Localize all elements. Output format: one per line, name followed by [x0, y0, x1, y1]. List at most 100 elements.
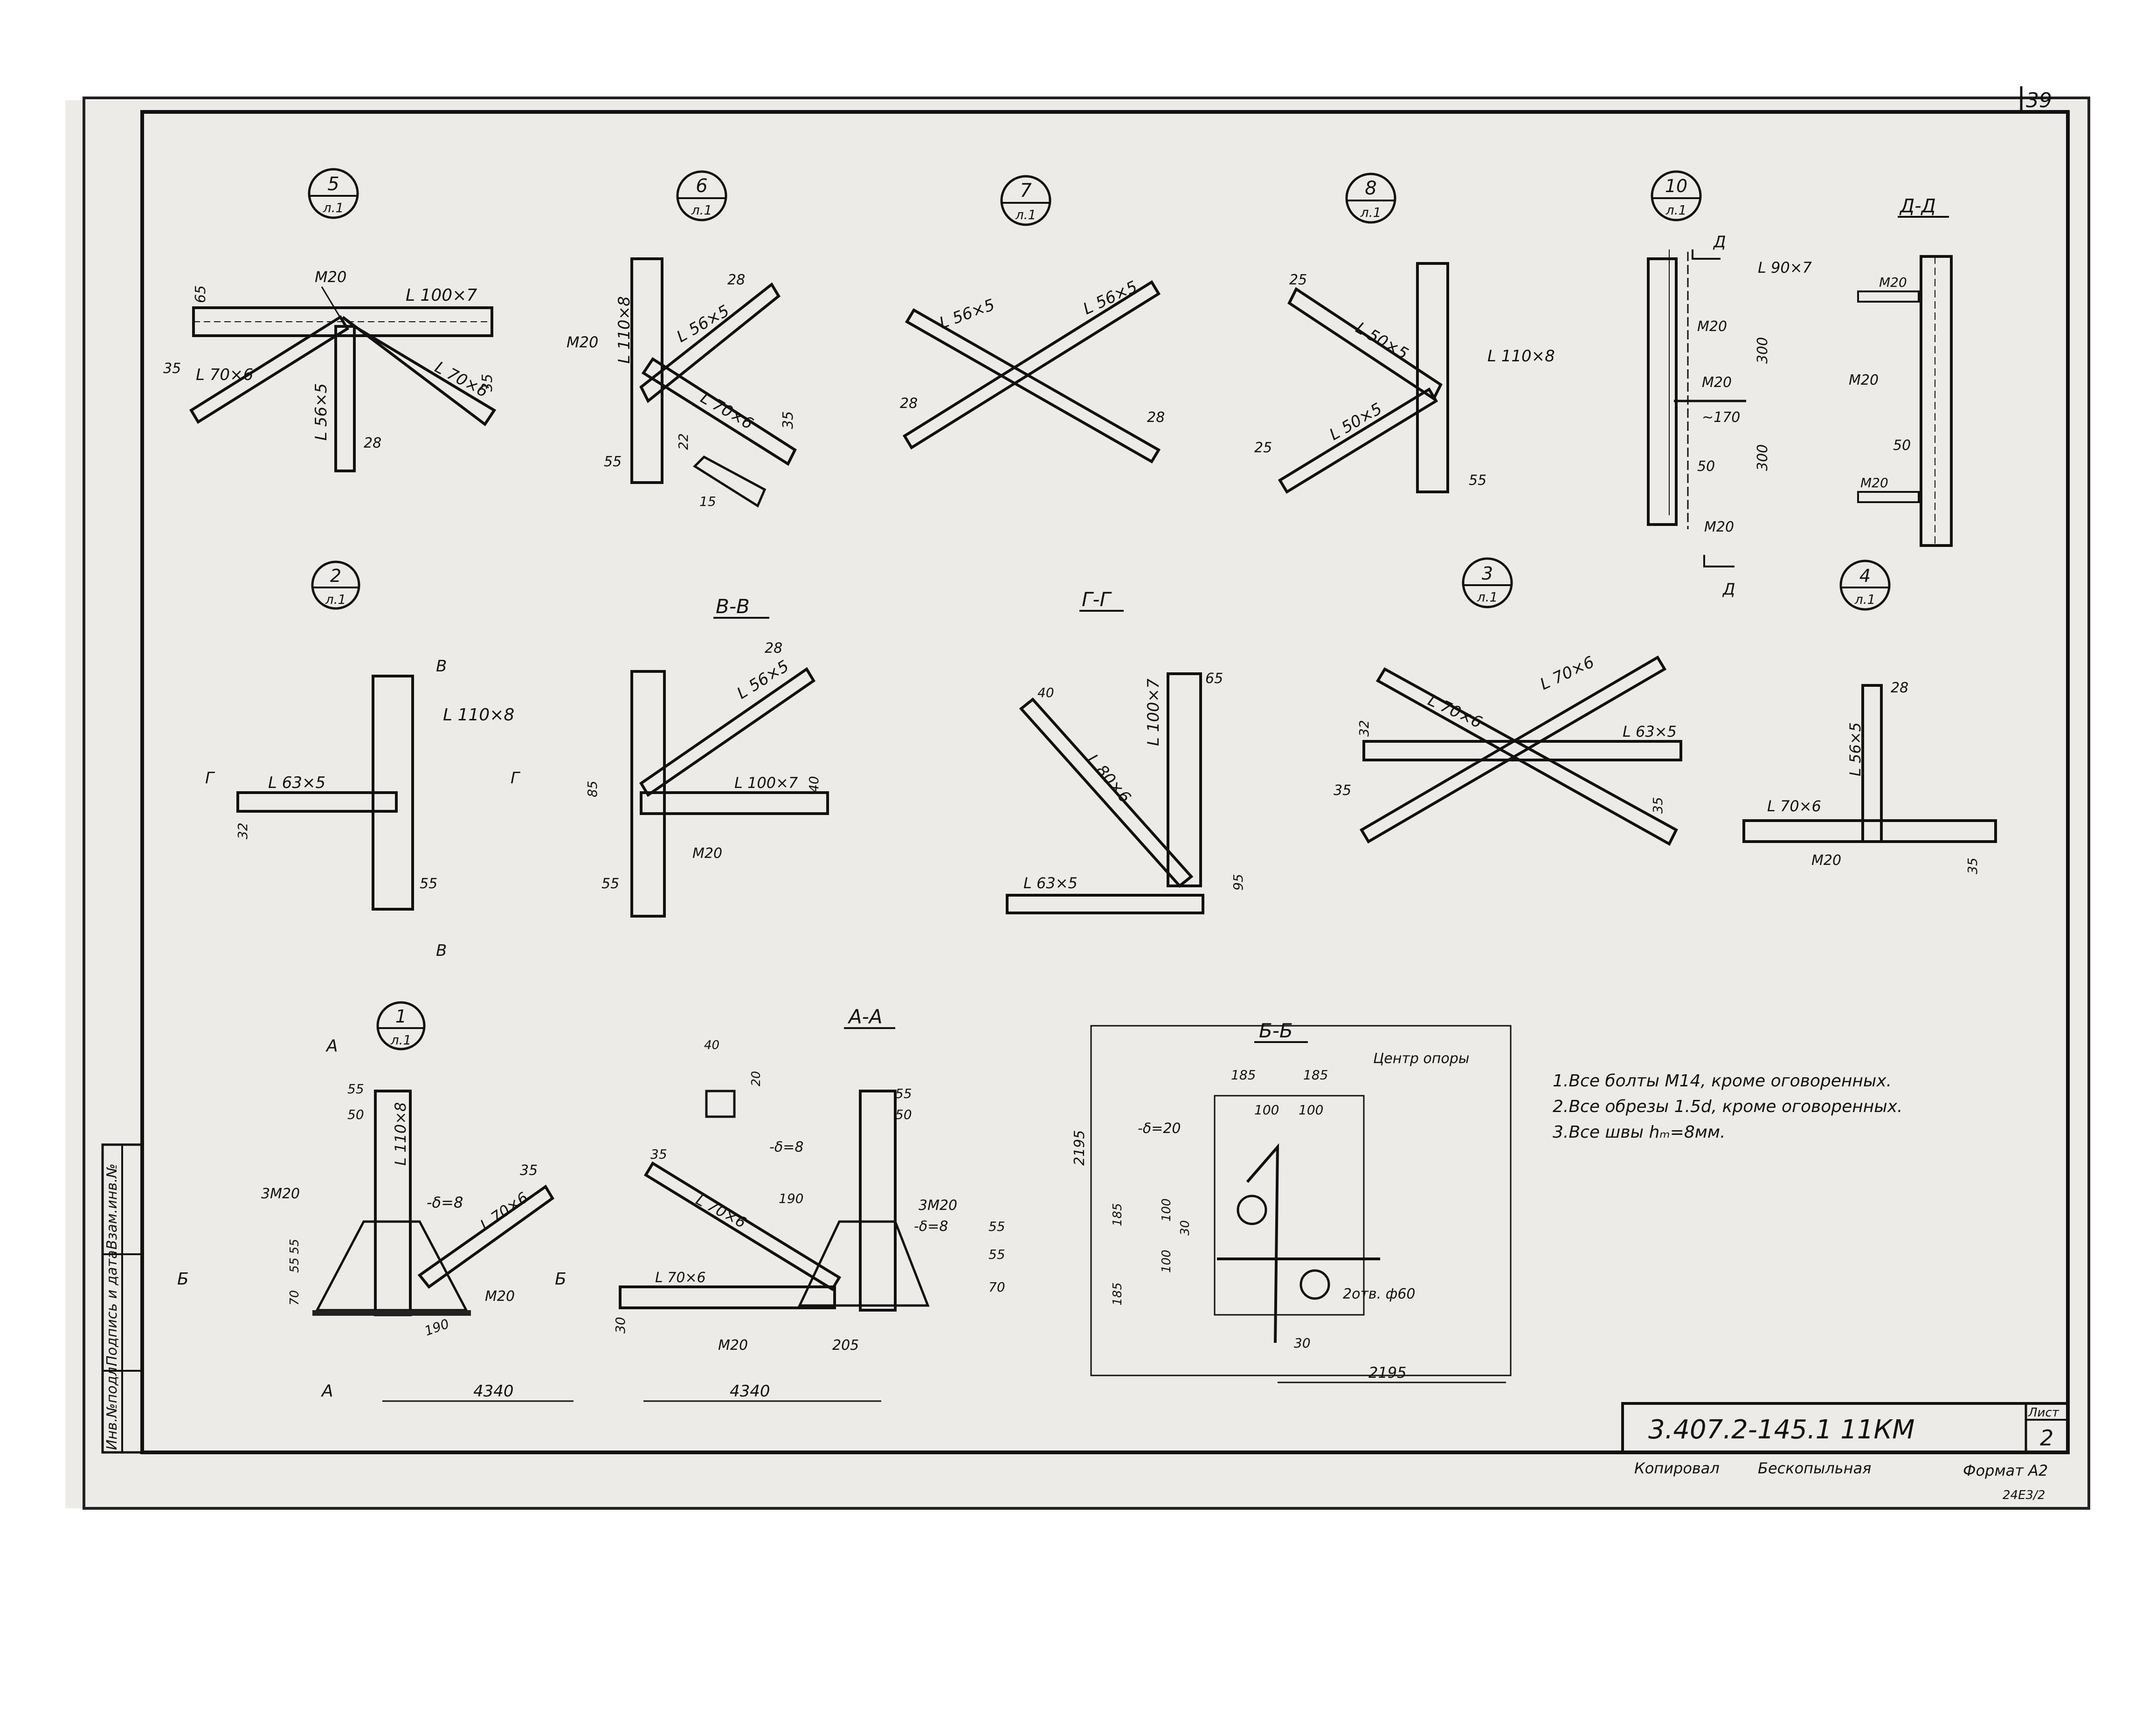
svg-text:28: 28 [1147, 409, 1165, 426]
svg-text:-δ=20: -δ=20 [1138, 1120, 1181, 1137]
svg-text:15: 15 [699, 494, 716, 509]
svg-text:7: 7 [1020, 180, 1032, 201]
svg-text:L 90×7: L 90×7 [1758, 259, 1812, 276]
svg-text:~170: ~170 [1702, 409, 1740, 426]
section-bb-title: Б-Б [1259, 1019, 1293, 1042]
svg-text:300: 300 [1755, 444, 1771, 471]
svg-text:40: 40 [806, 776, 822, 793]
svg-text:M20: M20 [485, 1288, 515, 1305]
svg-text:Д: Д [1722, 580, 1735, 599]
svg-text:M20: M20 [1811, 852, 1841, 869]
svg-text:35: 35 [650, 1147, 667, 1162]
node-1-marker: 1 л.1 [376, 1001, 426, 1050]
svg-text:28: 28 [765, 640, 782, 656]
svg-text:л.1: л.1 [691, 202, 712, 218]
svg-text:л.1: л.1 [1854, 592, 1876, 607]
svg-text:30: 30 [613, 1317, 628, 1333]
svg-text:65: 65 [1205, 670, 1223, 687]
outer-frame [83, 97, 2090, 1510]
copied-by: Копировал [1634, 1459, 1720, 1477]
svg-text:л.1: л.1 [1015, 207, 1037, 222]
svg-text:35: 35 [1965, 857, 1980, 874]
section-dd-title: Д-Д [1899, 195, 1936, 217]
svg-text:Центр опоры: Центр опоры [1373, 1050, 1469, 1067]
svg-text:-δ=8: -δ=8 [427, 1194, 463, 1211]
svg-text:35: 35 [780, 411, 796, 429]
svg-text:Г: Г [511, 769, 521, 788]
svg-text:20: 20 [749, 1071, 763, 1086]
general-notes: 1.Все болты М14, кроме оговоренных. 2.Вс… [1553, 1071, 1902, 1142]
svg-text:35: 35 [1334, 782, 1351, 799]
svg-text:M20: M20 [567, 333, 598, 351]
svg-text:100: 100 [1299, 1102, 1323, 1118]
svg-text:L 70×6: L 70×6 [655, 1270, 706, 1286]
svg-text:л.1: л.1 [390, 1032, 412, 1048]
svg-text:55: 55 [288, 1257, 302, 1273]
svg-text:55: 55 [420, 876, 437, 892]
svg-text:M20: M20 [315, 268, 346, 286]
svg-text:55: 55 [1469, 472, 1486, 489]
section-bb: Б-Б Центр опоры -δ=20 2отв. ф60 185 185 … [1071, 1019, 1512, 1383]
svg-text:32: 32 [235, 822, 250, 839]
svg-text:35: 35 [163, 360, 181, 377]
svg-text:В: В [436, 657, 447, 676]
svg-text:3M20: 3M20 [919, 1197, 957, 1214]
svg-text:А: А [325, 1036, 338, 1056]
svg-text:28: 28 [364, 435, 381, 451]
svg-text:L 110×8: L 110×8 [392, 1102, 409, 1166]
svg-text:35: 35 [479, 374, 496, 392]
node-10: 10 л.1 L 90×7 M20 M20 M20 300 300 ~170 5… [1647, 170, 1812, 599]
svg-text:25: 25 [1289, 272, 1307, 288]
svg-text:55: 55 [288, 1239, 302, 1254]
svg-text:В: В [436, 941, 447, 960]
svg-text:L 100×7: L 100×7 [406, 286, 477, 305]
node-6-marker: 6 л.1 [676, 170, 727, 221]
svg-text:M20: M20 [1879, 275, 1907, 290]
section-vv: В-В L 56×5 L 100×7 M20 28 85 40 55 [585, 595, 829, 918]
svg-text:L 70×6: L 70×6 [196, 366, 253, 384]
svg-text:3: 3 [1482, 563, 1493, 584]
svg-text:55: 55 [601, 876, 619, 892]
svg-text:2: 2 [330, 566, 341, 586]
svg-text:50: 50 [347, 1107, 364, 1122]
svg-text:55: 55 [604, 454, 622, 470]
doc-code: 3.407.2-145.1 11КМ [1648, 1415, 1914, 1445]
svg-text:70: 70 [288, 1290, 302, 1306]
svg-text:30: 30 [1178, 1220, 1192, 1236]
svg-text:л.1: л.1 [1477, 589, 1498, 605]
svg-text:85: 85 [585, 781, 600, 797]
svg-text:8: 8 [1365, 178, 1376, 199]
svg-text:65: 65 [193, 285, 209, 303]
svg-text:185: 185 [1111, 1282, 1125, 1306]
node-2: 2 л.1 L 63×5 L 110×8 32 55 В В Г Г [205, 560, 521, 960]
svg-text:28: 28 [727, 272, 745, 288]
svg-text:95: 95 [1230, 874, 1246, 891]
svg-text:M20: M20 [1702, 374, 1732, 391]
inner-frame [140, 110, 2070, 1454]
svg-text:100: 100 [1160, 1250, 1174, 1273]
svg-text:300: 300 [1755, 337, 1771, 364]
svg-text:Б: Б [177, 1270, 189, 1289]
svg-text:185: 185 [1111, 1203, 1125, 1226]
svg-text:6: 6 [696, 175, 707, 197]
node-5-marker: 5 л.1 [308, 168, 359, 219]
svg-text:M20: M20 [1860, 475, 1888, 490]
svg-text:55: 55 [895, 1086, 912, 1101]
svg-text:L 63×5: L 63×5 [1623, 723, 1677, 740]
svg-text:2отв. ф60: 2отв. ф60 [1343, 1286, 1416, 1302]
svg-text:30: 30 [1294, 1335, 1311, 1351]
svg-text:2195: 2195 [1368, 1364, 1406, 1382]
svg-text:M20: M20 [692, 845, 722, 862]
node-7-marker: 7 л.1 [1000, 175, 1051, 226]
svg-text:5: 5 [327, 173, 339, 195]
svg-text:л.1: л.1 [323, 200, 344, 215]
svg-text:55: 55 [988, 1247, 1005, 1262]
svg-text:28: 28 [900, 395, 918, 412]
svg-text:Г: Г [205, 769, 215, 788]
svg-text:35: 35 [1650, 797, 1665, 814]
svg-text:л.1: л.1 [325, 592, 346, 607]
section-dd: Д-Д M20 M20 M20 50 [1849, 195, 1953, 547]
svg-text:L 110×8: L 110×8 [443, 705, 514, 725]
node-2-marker: 2 л.1 [311, 560, 360, 610]
